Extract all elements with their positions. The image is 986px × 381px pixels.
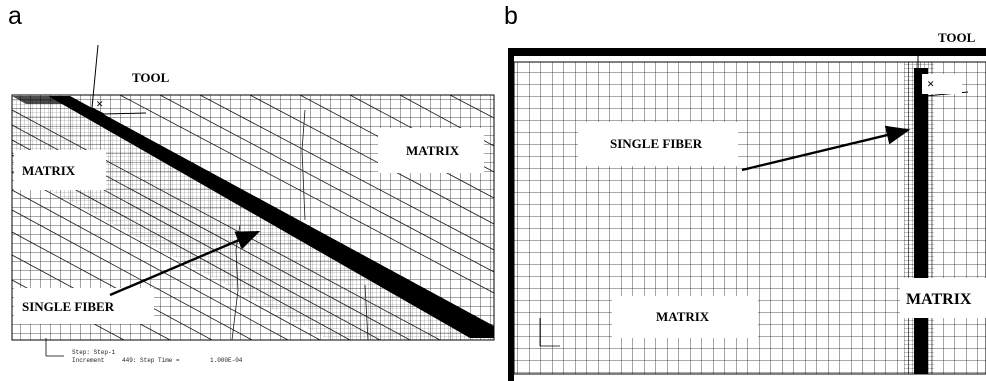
tool-label-a: TOOL (132, 70, 170, 85)
fiber-box-b (578, 122, 738, 166)
matrix-right-box-b (900, 278, 986, 318)
fiber-arrow-a (109, 230, 261, 297)
fiber-arrow-b (741, 125, 911, 172)
fiber-label-a: SINGLE FIBER (22, 299, 115, 314)
matrix-left-label: MATRIX (22, 163, 76, 178)
fiber-band (48, 96, 494, 338)
tool-marker-b: × (927, 76, 934, 91)
panel-a: a (8, 2, 495, 364)
matrix-right-box (378, 128, 484, 173)
fiber-band-b (914, 68, 928, 374)
window-frame-top (508, 48, 986, 56)
tool-label-b: TOOL (938, 30, 976, 45)
footer-step: Step: Step-1 (72, 349, 116, 356)
matrix-bottom-box (612, 296, 758, 338)
fiber-box-a (14, 288, 154, 324)
axis-triad-b (539, 318, 560, 347)
matrix-left-box (14, 150, 106, 190)
footer-increment: Increment (72, 357, 104, 364)
panel-a-footer: Step: Step-1 Increment 449: Step Time = … (45, 338, 243, 364)
tool-outline-a (91, 44, 147, 115)
fiber-label-b: SINGLE FIBER (610, 136, 703, 151)
tool-marker-a: × (96, 96, 103, 111)
footer-time: 449: Step Time = (122, 357, 180, 364)
footer-time-value: 1.000E-04 (210, 357, 243, 364)
panel-b-letter: b (504, 2, 518, 30)
matrix-right-label-b: MATRIX (906, 291, 972, 308)
window-frame-left (508, 48, 514, 381)
panel-a-letter: a (8, 2, 22, 30)
panel-b: b × TOOL SINGLE FIBER MATRIX MATRIX (504, 2, 986, 381)
matrix-bottom-label: MATRIX (656, 309, 710, 324)
matrix-right-label-a: MATRIX (406, 143, 460, 158)
